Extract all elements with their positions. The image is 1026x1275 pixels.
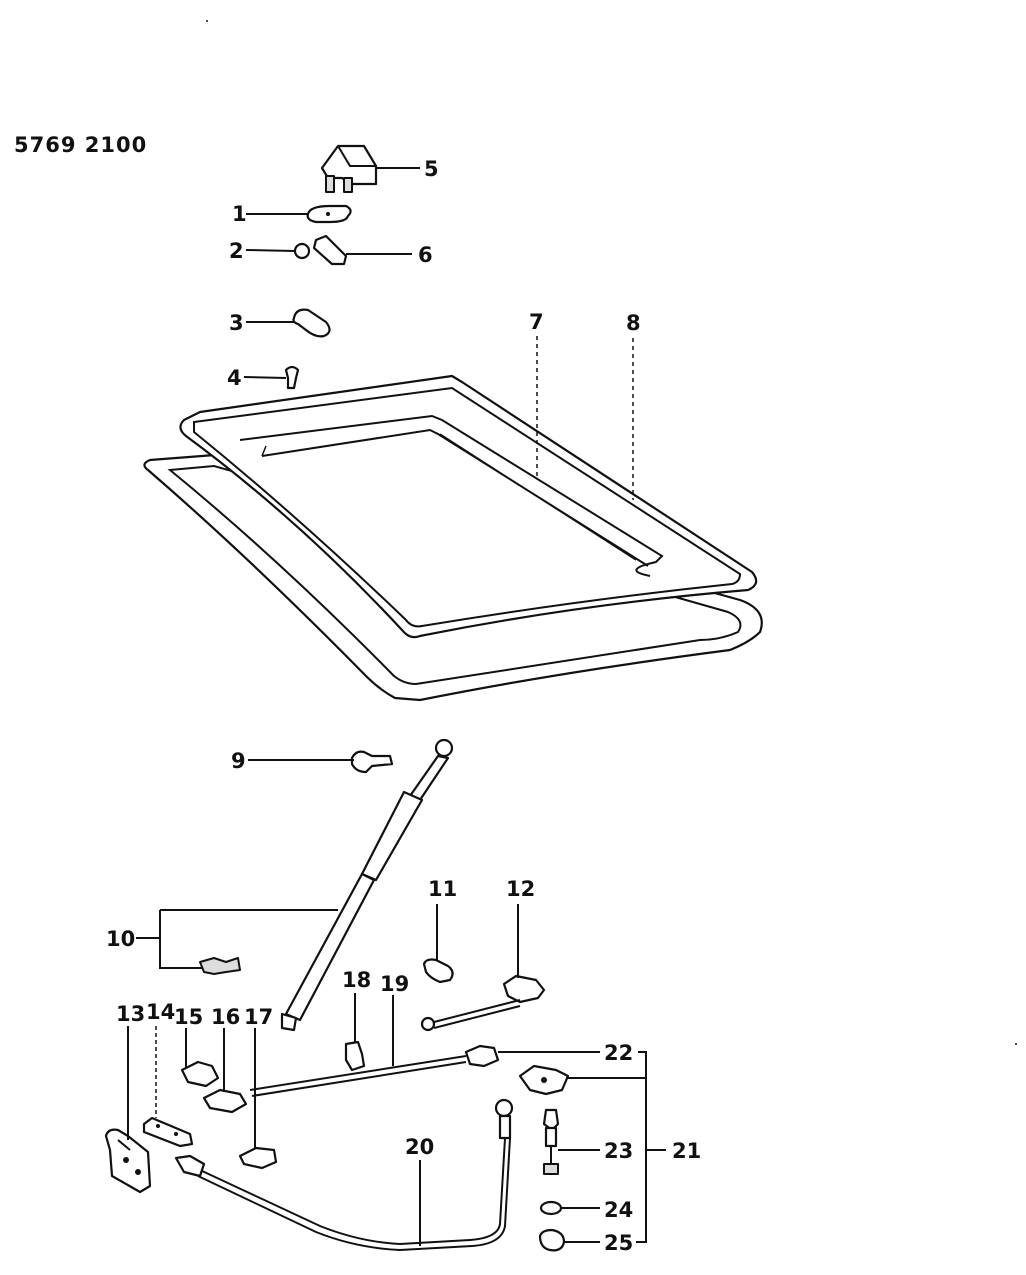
diagram-code: 5769 2100 — [14, 133, 147, 157]
part-12-rod-end — [420, 974, 546, 1032]
callout-13: 13 — [116, 1002, 145, 1026]
part-21-lock-assembly — [518, 1064, 570, 1096]
part-11-clip — [422, 958, 454, 984]
callout-4: 4 — [227, 366, 242, 390]
leader-10 — [159, 909, 338, 969]
part-18-grommet — [344, 1040, 366, 1072]
part-2-nut — [293, 242, 311, 260]
callout-7: 7 — [529, 310, 544, 334]
part-15-clip — [180, 1060, 220, 1088]
callout-1: 1 — [232, 202, 247, 226]
callout-3: 3 — [229, 311, 244, 335]
callout-18: 18 — [342, 968, 371, 992]
part-19-release-rod — [249, 1055, 467, 1097]
part-24-washer — [539, 1200, 563, 1216]
callout-21: 21 — [672, 1139, 701, 1163]
bracket-21 — [636, 1051, 647, 1243]
callout-8: 8 — [626, 311, 641, 335]
part-25-cap — [538, 1228, 566, 1252]
callout-10: 10 — [106, 927, 135, 951]
callout-14: 14 — [146, 1000, 175, 1024]
part-5-hinge — [320, 144, 378, 193]
callout-15: 15 — [174, 1005, 203, 1029]
callout-17: 17 — [244, 1005, 273, 1029]
part-4-screw — [284, 365, 300, 390]
callout-16: 16 — [211, 1005, 240, 1029]
callout-22: 22 — [604, 1041, 633, 1065]
glass-panel — [179, 374, 758, 639]
leader-2 — [245, 249, 296, 252]
part-14-plate — [142, 1116, 194, 1148]
callout-19: 19 — [380, 972, 409, 996]
part-20-release-cable — [174, 1098, 514, 1252]
callout-24: 24 — [604, 1198, 633, 1222]
part-17-clip — [238, 1146, 278, 1170]
part-9-bolt — [350, 750, 394, 774]
callout-20: 20 — [405, 1135, 434, 1159]
callout-6: 6 — [418, 243, 433, 267]
part-1-plate — [306, 204, 352, 224]
callout-2: 2 — [229, 239, 244, 263]
part-10-gas-strut — [199, 738, 454, 1032]
part-16-clip — [202, 1088, 248, 1114]
part-22-clip — [464, 1044, 500, 1068]
callout-23: 23 — [604, 1139, 633, 1163]
callout-9: 9 — [231, 749, 246, 773]
part-6-bracket — [312, 234, 348, 266]
part-23-lock-cylinder — [542, 1108, 560, 1175]
callout-5: 5 — [424, 157, 439, 181]
leader-4 — [243, 376, 287, 379]
callout-11: 11 — [428, 877, 457, 901]
part-13-latch — [104, 1128, 152, 1194]
part-3-cap — [292, 308, 331, 338]
callout-12: 12 — [506, 877, 535, 901]
callout-25: 25 — [604, 1231, 633, 1255]
